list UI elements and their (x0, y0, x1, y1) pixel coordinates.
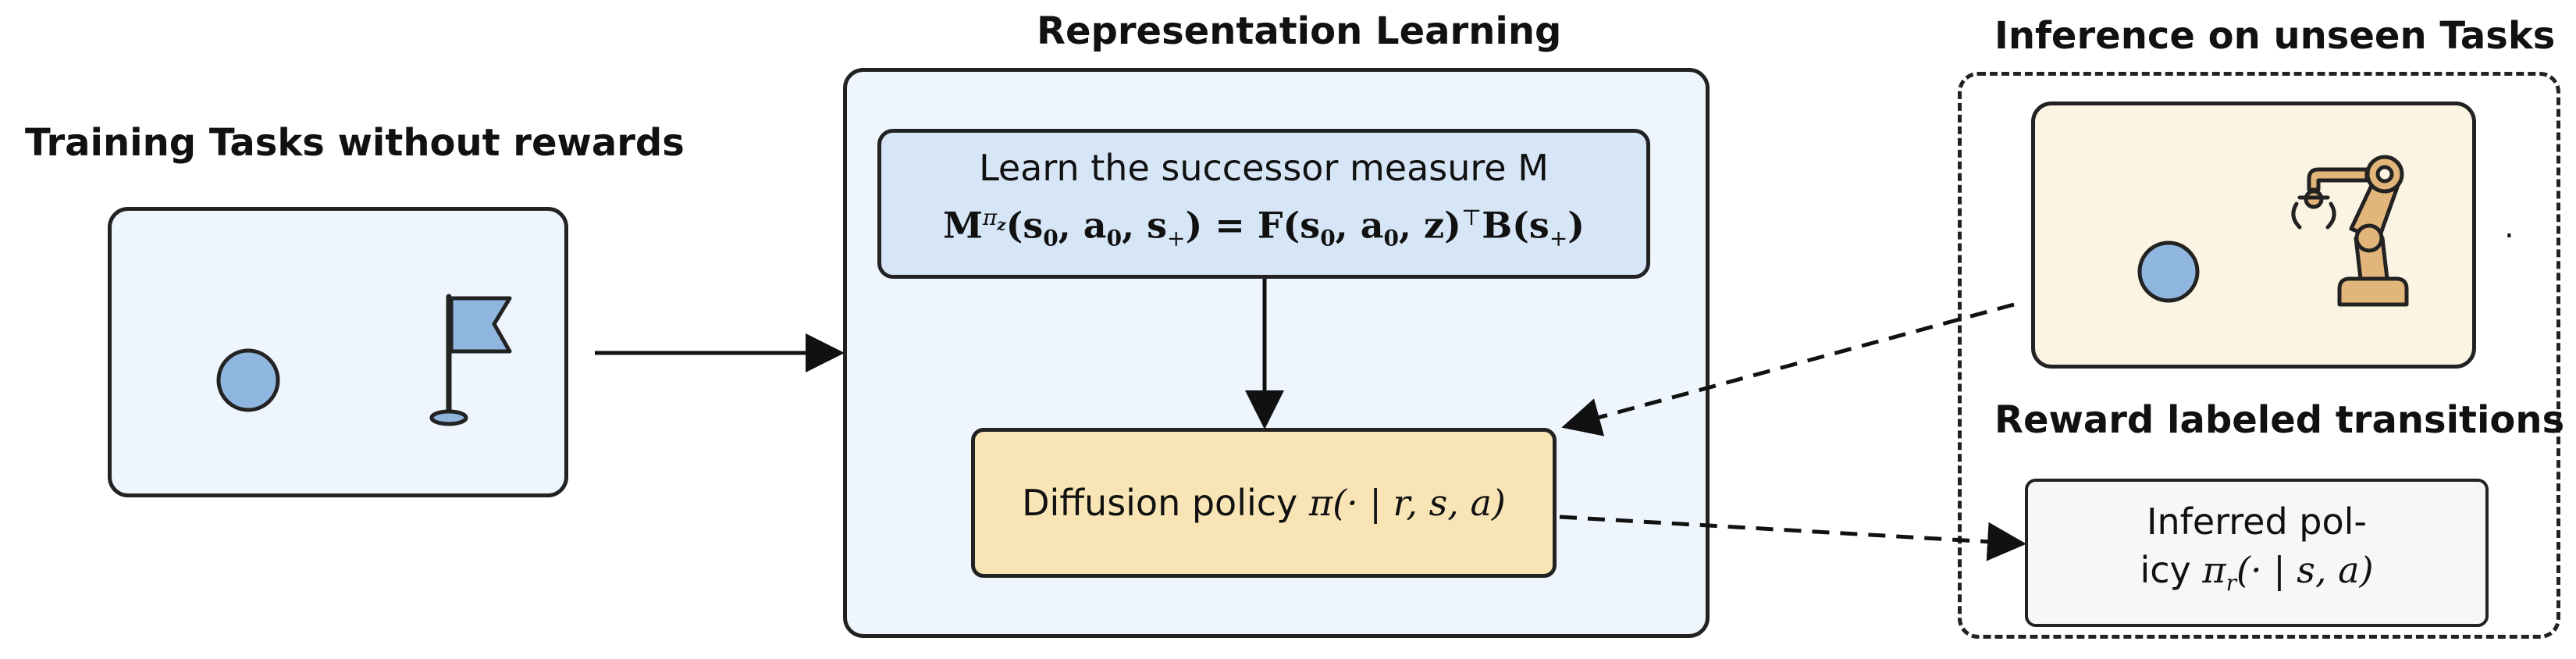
successor-measure-label: Learn the successor measure M (979, 146, 1549, 189)
policy-to-inferred-dashed-arrow (1559, 515, 2026, 561)
diffusion-policy-label: Diffusion policy (1022, 482, 1298, 524)
successor-measure-box: Learn the successor measure M Mπz(s0, a0… (877, 129, 1650, 279)
inferred-policy-line1: Inferred pol- (2146, 500, 2368, 543)
robot-arm-icon (2291, 155, 2409, 307)
right-panel-subtitle: Reward labeled transitions (1994, 398, 2565, 442)
diffusion-policy-math: π(· | r, s, a) (1308, 482, 1506, 524)
right-panel-title: Inference on unseen Tasks (1994, 14, 2556, 58)
flag-icon (429, 294, 512, 426)
inference-dashed-box (1958, 72, 2560, 639)
inferred-policy-line2: icy πr(· | s, a) (2140, 549, 2374, 597)
robot-task-box (2031, 102, 2476, 369)
center-panel-title: Representation Learning (1037, 9, 1562, 53)
diffusion-policy-box: Diffusion policy π(· | r, s, a) (971, 428, 1557, 578)
successor-measure-formula: Mπz(s0, a0, s+) = F(s0, a0, z)⊤B(s+) (942, 204, 1585, 251)
training-tasks-box (108, 207, 568, 497)
diffusion-policy-text: Diffusion policy π(· | r, s, a) (1022, 482, 1506, 524)
circle-icon (216, 348, 280, 412)
stray-dot: . (2504, 209, 2514, 245)
circle-icon (2137, 240, 2200, 303)
left-panel-title: Training Tasks without rewards (25, 121, 685, 165)
robot-to-policy-dashed-arrow (1561, 302, 2015, 436)
inferred-policy-box: Inferred pol- icy πr(· | s, a) (2025, 479, 2489, 627)
